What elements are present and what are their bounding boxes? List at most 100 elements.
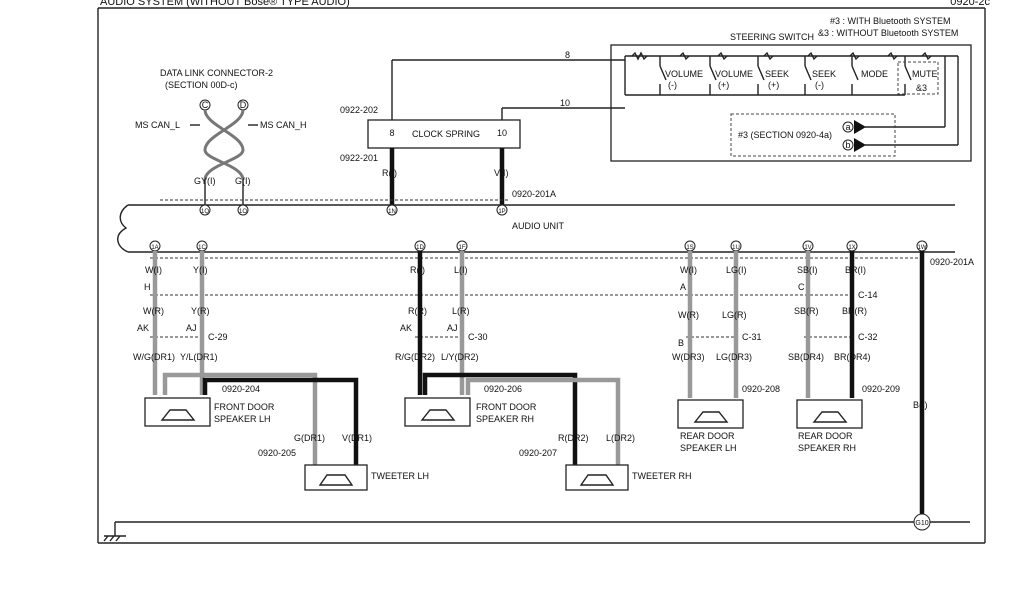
dlc-pin-c: C [202, 100, 209, 110]
tweeter-lh-wire-b: V(DR1) [342, 433, 372, 443]
speaker-front-lh: 0920-204 FRONT DOOR SPEAKER LH [144, 384, 275, 427]
pin-1c: 1C [198, 245, 206, 251]
clock-pin-right: 10 [497, 128, 507, 138]
pin-1p: 1P [498, 209, 505, 215]
page-frame [97, 7, 986, 544]
front-rh-conn: 0920-206 [484, 384, 522, 394]
clock-wire-left: R(I) [382, 168, 397, 178]
tweeter-lh-label: TWEETER LH [371, 471, 429, 481]
page-code: 0920-2c [950, 0, 990, 8]
joint-c: C [798, 282, 805, 292]
wire-g-label: G(I) [235, 176, 251, 186]
switch-contacts [659, 56, 912, 95]
col8-w3: BR(DR4) [834, 352, 871, 362]
joint-c14: C-14 [858, 290, 878, 300]
tweeter-rh-label: TWEETER RH [632, 471, 692, 481]
speaker-front-rh: 0920-206 FRONT DOOR SPEAKER RH [404, 384, 537, 427]
switch-sub-seek-minus: (-) [815, 80, 824, 90]
col6-w2: LG(R) [722, 310, 747, 320]
tweeter-rh-wire-b: L(DR2) [606, 433, 635, 443]
col4-w3: L/Y(DR2) [441, 352, 479, 362]
legend-with-bluetooth: #3 : WITH Bluetooth SYSTEM [830, 16, 951, 26]
col3-w1: R(I) [410, 265, 425, 275]
col4-w2: L(R) [452, 306, 470, 316]
ground-point: G10 [915, 520, 928, 527]
col7-w2: SB(R) [794, 306, 819, 316]
wire-10-label: 10 [560, 98, 570, 108]
pin-1n: 1N [388, 209, 396, 215]
dlc-pin-d: D [240, 100, 247, 110]
joint-c32: C-32 [858, 332, 878, 342]
pin-1v: 1V [804, 245, 811, 251]
col3-w2: R(R) [408, 306, 427, 316]
pin-1q: 1Q [201, 209, 209, 215]
steering-switch-title: STEERING SWITCH [730, 32, 814, 42]
col5-w1: W(I) [680, 265, 697, 275]
col5-w3: W(DR3) [672, 352, 705, 362]
col1-w3: W/G(DR1) [133, 352, 175, 362]
rear-lh-conn: 0920-208 [742, 384, 780, 394]
col3-w3: R/G(DR2) [395, 352, 435, 362]
ground: B(I) G10 [103, 400, 970, 542]
switch-sub-volume-plus: (+) [718, 80, 729, 90]
front-lh-line1: FRONT DOOR [214, 402, 275, 412]
col8-w1: BR(I) [845, 265, 866, 275]
front-rh-line1: FRONT DOOR [476, 402, 537, 412]
switch-label-mute: MUTE [912, 69, 938, 79]
pin-1o: 1O [239, 209, 247, 215]
switch-label-volume-plus: VOLUME [715, 69, 753, 79]
rear-lh-line1: REAR DOOR [680, 431, 735, 441]
speaker-wires [152, 251, 925, 516]
legend-without-bluetooth: &3 : WITHOUT Bluetooth SYSTEM [818, 28, 958, 38]
pin-1a: 1A [151, 245, 158, 251]
pin-1d: 1D [416, 245, 424, 251]
steering-pin-a: a [845, 122, 850, 132]
clock-conn-top: 0922-202 [340, 105, 378, 115]
clock-conn-bottom: 0922-201 [340, 153, 378, 163]
audio-unit-label: AUDIO UNIT [512, 221, 565, 231]
speaker-rear-rh: 0920-209 REAR DOOR SPEAKER RH [796, 384, 900, 453]
tweeter-rh-conn: 0920-207 [519, 448, 557, 458]
rear-rh-line1: REAR DOOR [798, 431, 853, 441]
tweeter-rh-wire-a: R(DR2) [558, 433, 589, 443]
joint-lines: H A C C-14 AK AJ C-29 AK AJ C-30 B C-31 … [137, 282, 878, 348]
tweeter-lh-conn: 0920-205 [258, 448, 296, 458]
col4-w1: L(I) [454, 265, 468, 275]
col5-w2: W(R) [678, 310, 699, 320]
joint-aj1: AJ [186, 323, 197, 333]
pin-1x: 1X [848, 245, 855, 251]
tweeter-rh: R(DR2) L(DR2) 0920-207 TWEETER RH [519, 433, 692, 491]
mute-note: &3 [916, 83, 927, 93]
audio-unit: 0920-201A AUDIO UNIT 1Q 1O 1N 1P 1A 1C 1… [117, 189, 974, 267]
steering-pin-b: b [845, 140, 850, 150]
col2-w1: Y(I) [193, 265, 208, 275]
col2-w2: Y(R) [191, 306, 210, 316]
joint-h: H [144, 282, 151, 292]
steering-switch: STEERING SWITCH VOLUME (-) VOLUME (+) SE… [610, 32, 972, 162]
dlc-title: DATA LINK CONNECTOR-2 [160, 68, 273, 78]
switch-sub-seek-plus: (+) [768, 80, 779, 90]
col6-w1: LG(I) [726, 265, 747, 275]
col1-w1: W(I) [145, 265, 162, 275]
wire-gy-label: GY(I) [194, 176, 216, 186]
audio-conn-bottom: 0920-201A [930, 257, 974, 267]
clock-label: CLOCK SPRING [412, 129, 480, 139]
switch-label-seek-minus: SEEK [812, 69, 836, 79]
joint-aj2: AJ [447, 323, 458, 333]
col7-w1: SB(I) [797, 265, 818, 275]
pin-1u: 1U [732, 245, 740, 251]
column-labels: W(I) W(R) W/G(DR1) Y(I) Y(R) Y/L(DR1) R(… [133, 265, 871, 362]
can-l-label: MS CAN_L [135, 120, 180, 130]
switch-label-volume-minus: VOLUME [665, 69, 703, 79]
tweeter-lh: G(DR1) V(DR1) 0920-205 TWEETER LH [258, 433, 429, 491]
speaker-rear-lh: 0920-208 REAR DOOR SPEAKER LH [677, 384, 780, 453]
clock-wire-right: V(I) [494, 168, 509, 178]
joint-b: B [678, 338, 684, 348]
joint-a: A [680, 282, 686, 292]
joint-c29: C-29 [208, 332, 228, 342]
clock-pin-left: 8 [389, 128, 394, 138]
rear-lh-line2: SPEAKER LH [680, 443, 737, 453]
joint-ak1: AK [137, 323, 149, 333]
can-h-label: MS CAN_H [260, 120, 307, 130]
diagram-title: AUDIO SYSTEM (WITHOUT Bose® TYPE AUDIO) [100, 0, 350, 8]
